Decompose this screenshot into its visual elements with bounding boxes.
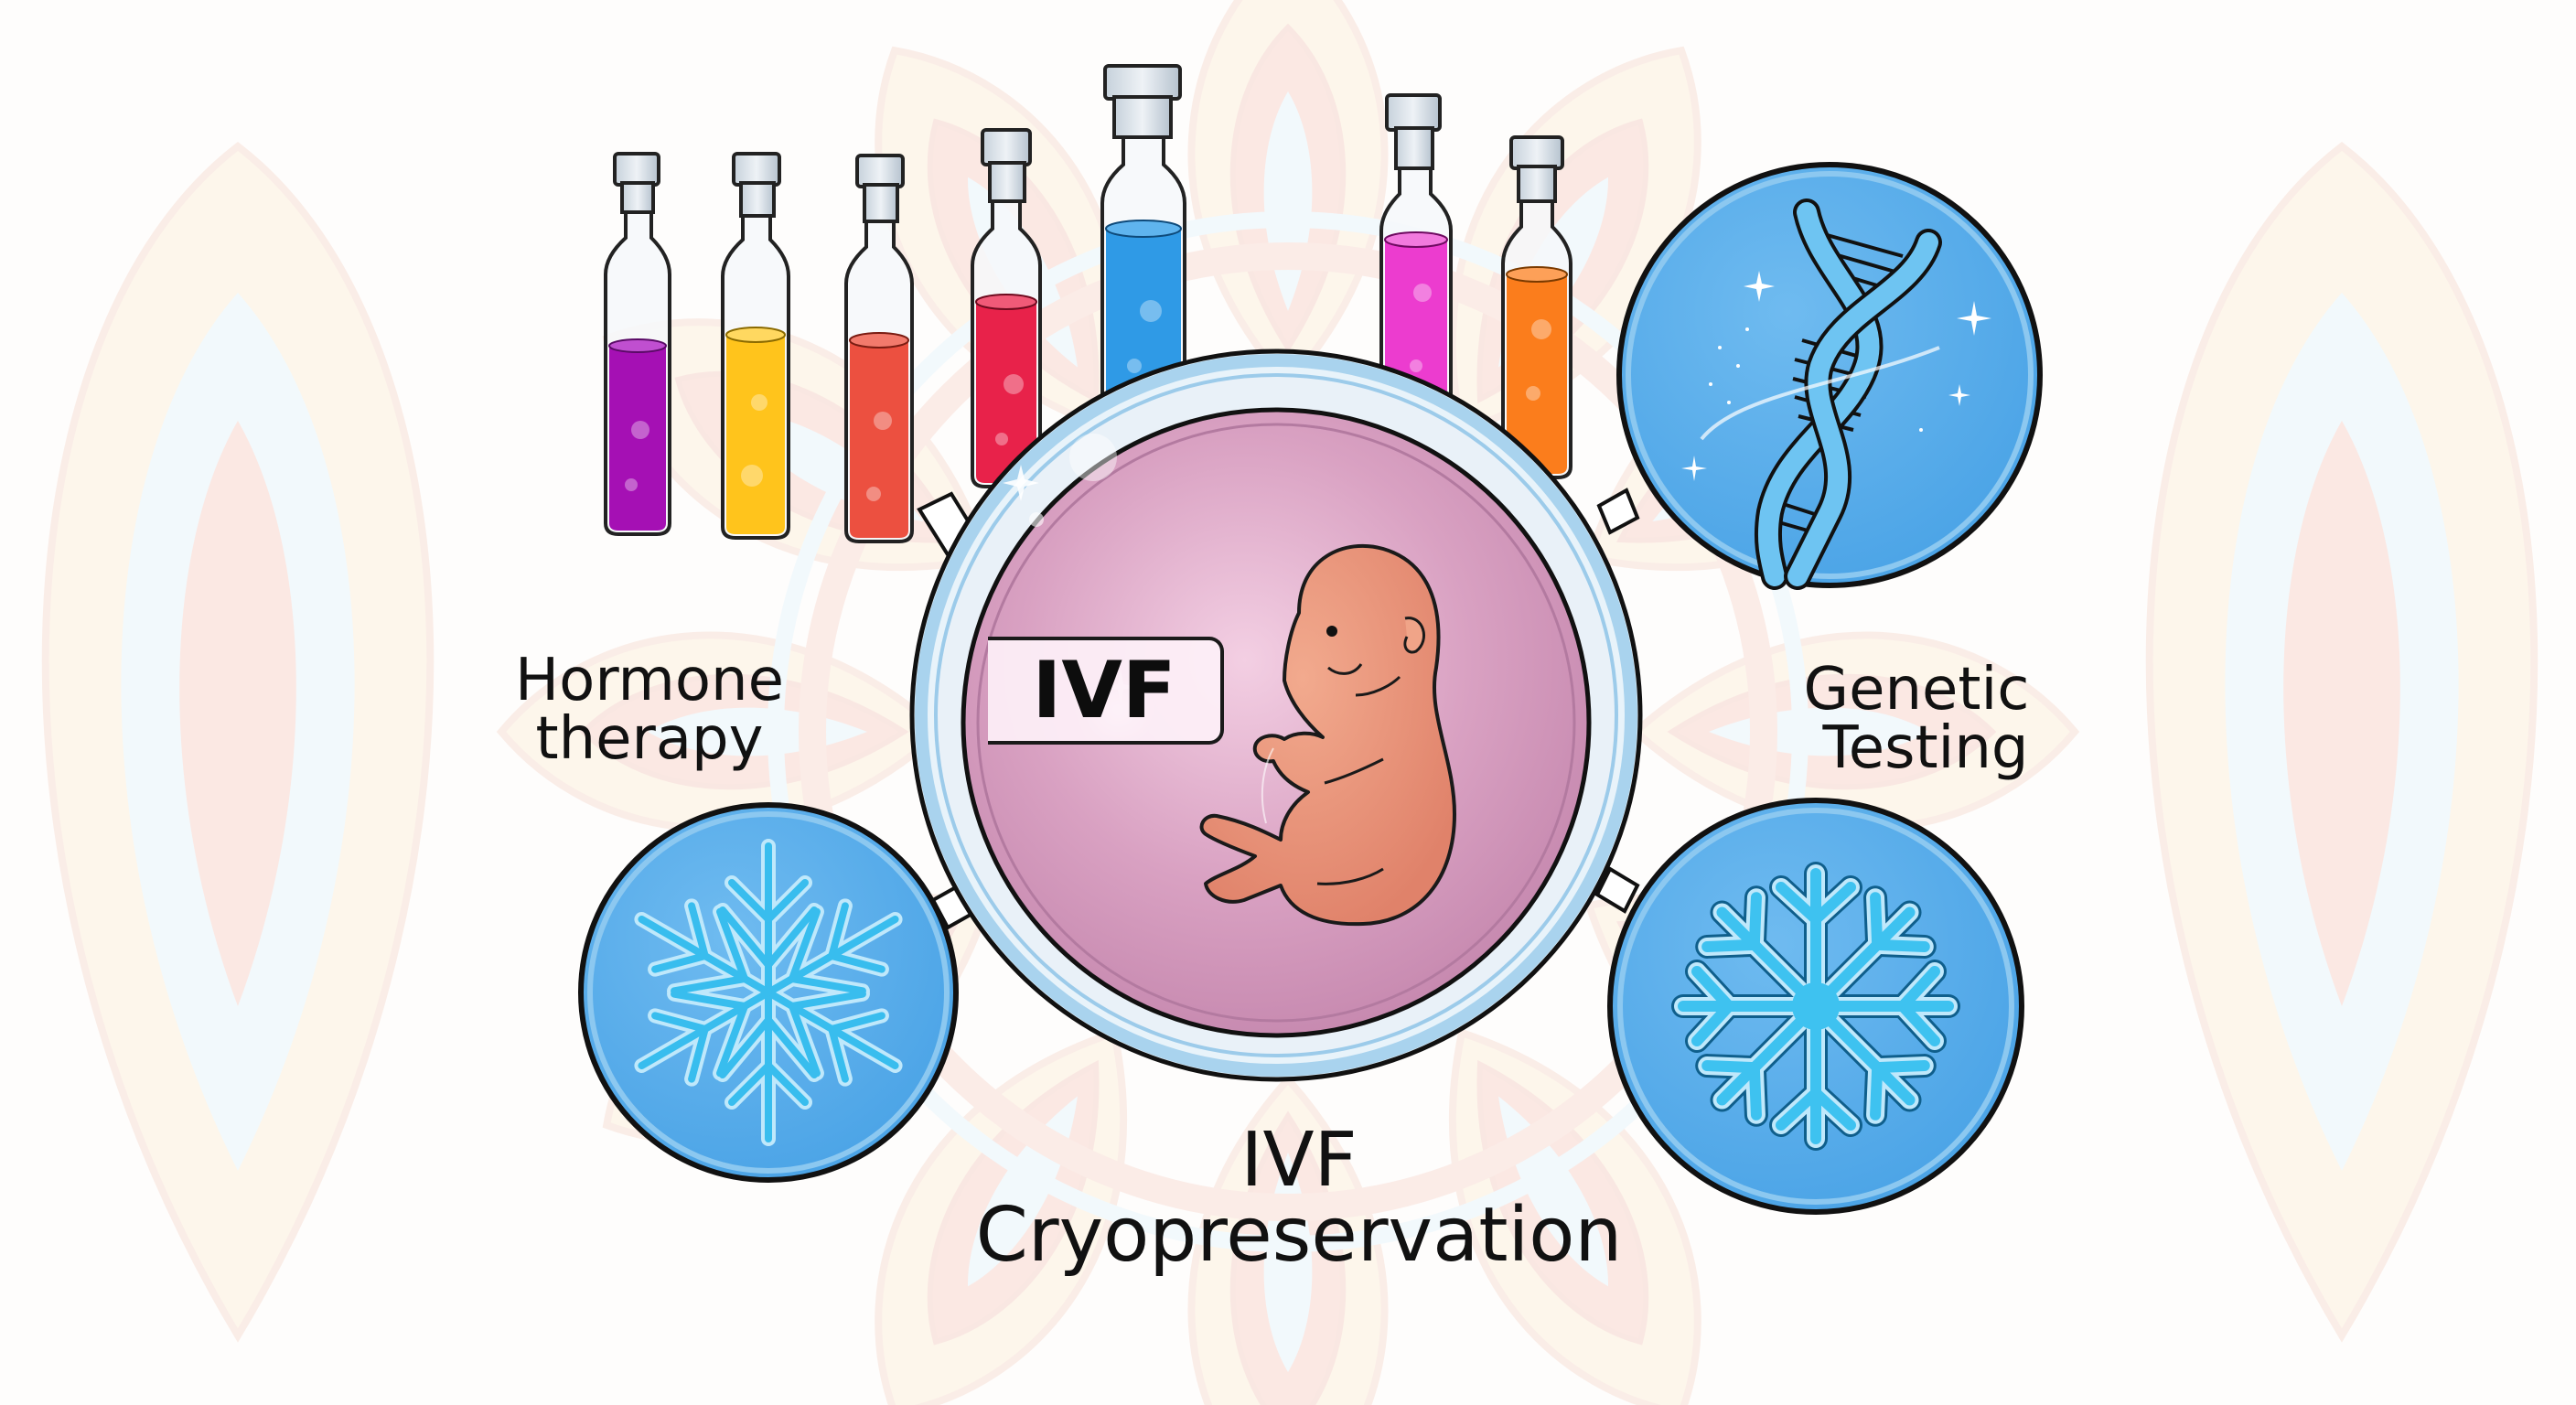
mandala-pattern xyxy=(41,0,2538,1405)
vial-icon xyxy=(971,128,1042,488)
hormone-therapy-label: Hormone therapy xyxy=(476,651,823,768)
hormone-label-line2: therapy xyxy=(535,705,764,773)
ivf-cryopreservation-label: IVF Cryopreservation xyxy=(951,1123,1647,1273)
snowflake-icon xyxy=(578,802,959,1183)
ivf-badge: IVF xyxy=(988,637,1224,745)
cryo-label-line1: IVF xyxy=(1240,1117,1358,1204)
cryo-label-line2: Cryopreservation xyxy=(975,1192,1623,1279)
hormone-label-line1: Hormone xyxy=(515,647,784,714)
dna-helix-icon xyxy=(1616,162,2043,590)
vial-icon xyxy=(604,152,671,536)
embryo-in-dish-icon xyxy=(909,349,1643,1082)
vial-icon xyxy=(844,154,914,543)
genetic-label-line2: Testing xyxy=(1822,714,2029,782)
genetic-testing-label: Genetic Testing xyxy=(1766,660,2067,778)
vial-icon xyxy=(721,152,790,540)
genetic-label-line1: Genetic xyxy=(1803,656,2030,724)
vial-icon xyxy=(1501,135,1572,479)
embryo-icon xyxy=(1199,543,1456,927)
snowflake-icon xyxy=(1607,798,2024,1215)
